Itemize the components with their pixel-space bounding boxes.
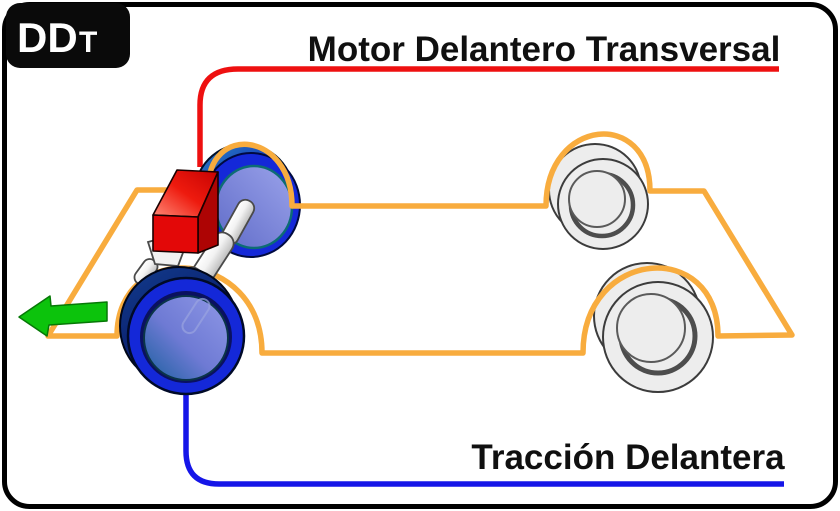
ddt-badge: DD T (6, 3, 130, 68)
hub-axle-stub (181, 297, 211, 335)
traction-type-label: Tracción Delantera (471, 438, 785, 477)
traction-connector-line (183, 393, 784, 487)
front-left-hub (143, 295, 229, 381)
badge-code-sub: T (79, 26, 97, 59)
badge-background (6, 3, 130, 68)
rear-left-wheel (593, 262, 714, 393)
badge-code-main: DD (17, 14, 78, 61)
engine-block (152, 169, 219, 254)
rear-left-hub (616, 293, 686, 363)
rear-right-wheel (548, 143, 649, 250)
engine-connector-line (197, 66, 779, 167)
rear-right-hub (568, 170, 626, 228)
direction-arrow-icon (18, 295, 108, 337)
engine-front-face (152, 214, 199, 254)
engine-type-label: Motor Delantero Transversal (308, 30, 781, 69)
front-left-wheel (119, 266, 246, 396)
